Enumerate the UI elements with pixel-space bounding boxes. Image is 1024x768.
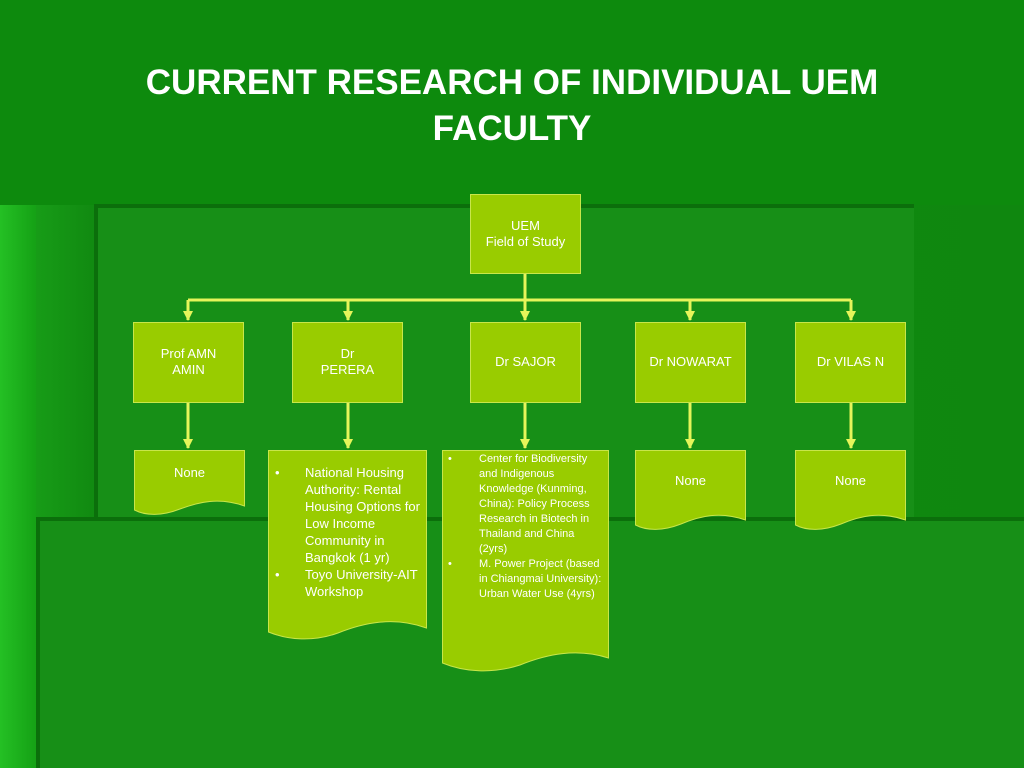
faculty-node-line1: Dr xyxy=(340,346,355,361)
faculty-node-line1: Dr VILAS N xyxy=(816,354,885,369)
slide-title-line1: CURRENT RESEARCH OF INDIVIDUAL UEM xyxy=(145,63,879,102)
background-left-strip xyxy=(0,205,36,768)
root-node-line2: Field of Study xyxy=(485,234,566,249)
faculty-node-line2: AMIN xyxy=(172,362,205,377)
faculty-node-line1: Dr NOWARAT xyxy=(649,354,732,369)
faculty-node-amin: Prof AMN AMIN xyxy=(133,322,244,403)
faculty-node-vilas: Dr VILAS N xyxy=(795,322,906,403)
research-text-nowarat: None xyxy=(674,473,707,488)
research-doc-sajor: Center for Biodiversity and Indigenous K… xyxy=(442,450,609,675)
research-item: M. Power Project (based in Chiangmai Uni… xyxy=(446,557,604,602)
research-doc-perera: National Housing Authority: Rental Housi… xyxy=(268,450,427,643)
document-shape-icon xyxy=(134,450,245,515)
slide-title: CURRENT RESEARCH OF INDIVIDUAL UEM FACUL… xyxy=(0,60,1024,152)
faculty-node-line1: Prof AMN xyxy=(160,346,217,361)
research-item: Center for Biodiversity and Indigenous K… xyxy=(446,452,604,557)
research-doc-amin: None xyxy=(134,450,245,516)
slide-title-line2: FACULTY xyxy=(432,109,592,148)
root-node: UEM Field of Study xyxy=(470,194,581,274)
research-item: National Housing Authority: Rental Housi… xyxy=(274,464,422,566)
faculty-node-line2: PERERA xyxy=(320,362,375,377)
background-top-band xyxy=(0,0,1024,205)
research-item: Toyo University-AIT Workshop xyxy=(274,566,422,600)
faculty-node-perera: Dr PERERA xyxy=(292,322,403,403)
document-shape-icon xyxy=(795,450,906,530)
research-list-perera: National Housing Authority: Rental Housi… xyxy=(274,464,422,600)
research-doc-nowarat: None xyxy=(635,450,746,532)
root-node-line1: UEM xyxy=(511,218,540,233)
faculty-node-sajor: Dr SAJOR xyxy=(470,322,581,403)
research-text-amin: None xyxy=(173,465,206,480)
faculty-node-nowarat: Dr NOWARAT xyxy=(635,322,746,403)
research-list-sajor: Center for Biodiversity and Indigenous K… xyxy=(446,452,604,602)
research-doc-vilas: None xyxy=(795,450,906,532)
faculty-node-line1: Dr SAJOR xyxy=(495,354,556,369)
research-text-vilas: None xyxy=(834,473,867,488)
document-shape-icon xyxy=(635,450,746,530)
